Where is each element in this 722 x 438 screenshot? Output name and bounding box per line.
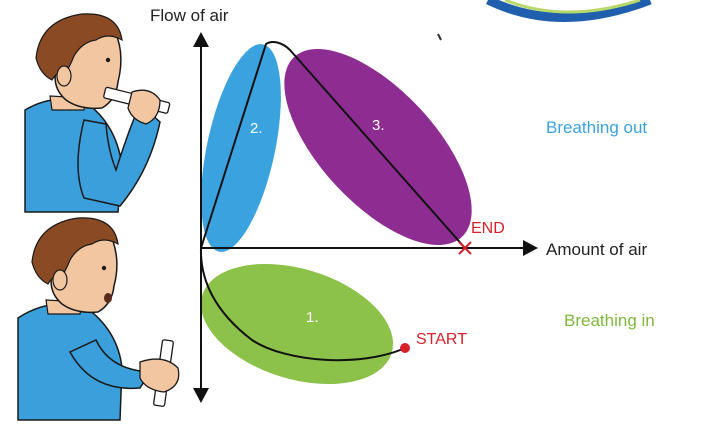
start-marker: [400, 343, 410, 353]
logo-arc-icon: [437, 0, 652, 41]
flow-volume-curve: [199, 41, 466, 362]
phase-3-label: 3.: [372, 117, 385, 134]
start-label: START: [416, 331, 467, 348]
y-axis-label: Flow of air: [150, 6, 229, 25]
phase-1-region: [200, 263, 394, 385]
person-breathing-out-illustration: [24, 13, 171, 213]
phase-2-region: [201, 44, 281, 252]
phase-3-region: [284, 49, 472, 245]
person-breathing-in-illustration: [17, 217, 180, 421]
x-axis: [201, 240, 538, 256]
end-marker: [458, 241, 472, 255]
phase-2-label: 2.: [250, 120, 263, 137]
y-axis: [193, 32, 209, 403]
breathing-in-label: Breathing in: [564, 311, 655, 330]
phase-1-label: 1.: [306, 309, 319, 326]
breathing-out-label: Breathing out: [546, 118, 648, 137]
x-axis-label: Amount of air: [546, 240, 648, 259]
end-label: END: [471, 220, 505, 237]
